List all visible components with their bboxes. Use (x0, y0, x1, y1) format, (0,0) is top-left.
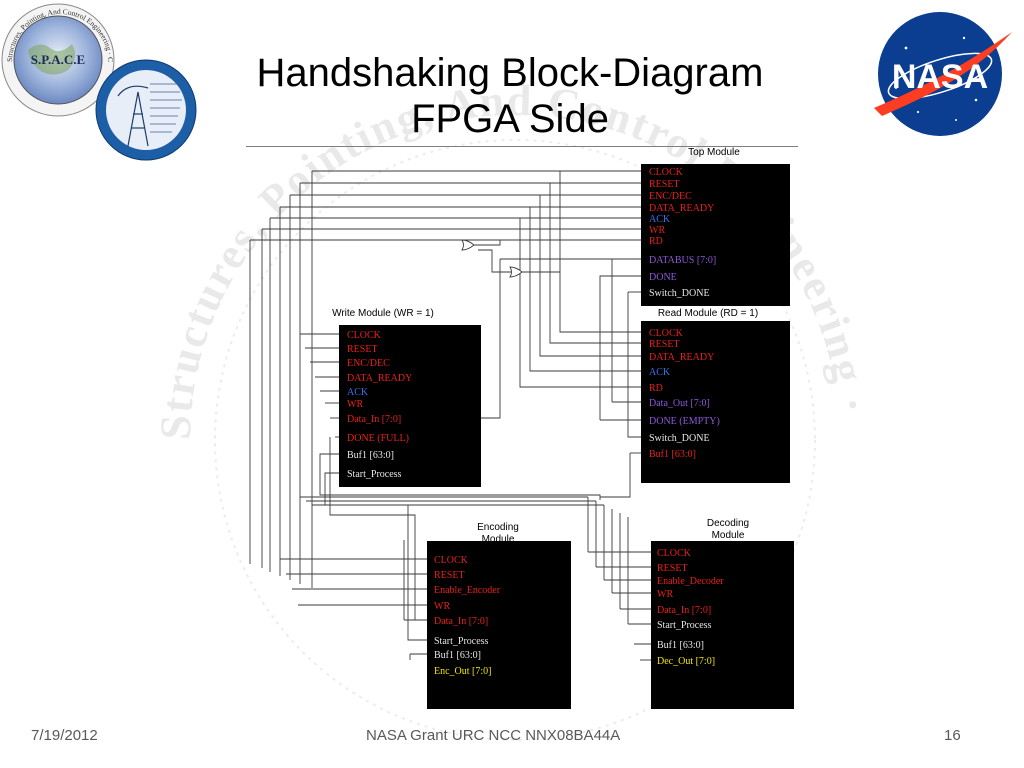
wire (627, 292, 641, 438)
signal-label: ACK (347, 387, 369, 398)
signal-label: WR (657, 589, 673, 600)
signal-label: DONE (EMPTY) (649, 416, 720, 427)
wire (481, 259, 501, 419)
wire (478, 249, 512, 273)
signal-label: WR (434, 601, 450, 612)
signal-label: Buf1 [63:0] (347, 450, 394, 461)
signal-label: ENC/DEC (347, 358, 390, 369)
module-title: Decoding (707, 518, 749, 529)
module-box (651, 541, 794, 709)
module-title: Write Module (WR = 1) (332, 308, 434, 319)
equations-icon (150, 83, 182, 133)
signal-label: Buf1 [63:0] (657, 640, 704, 651)
module-box (339, 325, 481, 487)
wire (529, 207, 641, 372)
signal-label: DATABUS [7:0] (649, 255, 716, 266)
signal-label: RESET (347, 344, 378, 355)
signal-label: Data_In [7:0] (347, 414, 401, 425)
title-line-1: Handshaking Block-Diagram (256, 51, 764, 95)
signal-label: RESET (649, 339, 680, 350)
module-box (427, 541, 571, 709)
signal-label: DATA_READY (347, 373, 412, 384)
signal-label: DONE (649, 272, 677, 283)
signal-label: RESET (657, 563, 688, 574)
footer-date: 7/19/2012 (31, 727, 98, 744)
module-box (641, 321, 790, 483)
nasa-logo-text: NASA (892, 58, 988, 96)
wire (549, 183, 641, 344)
or-gate-icon (461, 239, 475, 251)
module-title-suffix: Module (482, 534, 515, 545)
wire (474, 239, 641, 246)
signal-label: CLOCK (347, 330, 382, 341)
signal-label: Enable_Decoder (657, 576, 724, 587)
signal-label: RESET (434, 570, 465, 581)
signal-label: Data_In [7:0] (657, 605, 711, 616)
signal-label: Data_Out [7:0] (649, 398, 710, 409)
signal-label: DONE (FULL) (347, 433, 409, 444)
signal-label: Switch_DONE (649, 288, 710, 299)
signal-label: Start_Process (434, 636, 489, 647)
title-divider (246, 146, 798, 147)
nasa-logo: NASA (874, 12, 1012, 136)
signal-label: Start_Process (657, 620, 712, 631)
wire (319, 453, 601, 500)
signal-label: WR (649, 225, 665, 236)
page-title: Handshaking Block-Diagram FPGA Side (200, 50, 820, 142)
logic-gates (461, 239, 523, 278)
connection-wires (249, 170, 651, 661)
signal-label: CLOCK (434, 555, 469, 566)
wire (519, 218, 641, 388)
signal-label: Switch_DONE (649, 433, 710, 444)
space-logo-caption: S.P.A.C.E (31, 52, 85, 67)
signal-label: ACK (649, 367, 671, 378)
wire (324, 472, 427, 641)
signal-label: Start_Process (347, 469, 402, 480)
title-line-2: FPGA Side (411, 97, 609, 141)
signal-label: CLOCK (649, 328, 684, 339)
signal-label: CLOCK (649, 167, 684, 178)
module-title: Read Module (RD = 1) (658, 308, 758, 319)
space-logo: Structures, Pointing, And Control Engine… (0, 0, 197, 161)
signal-label: CLOCK (657, 548, 692, 559)
signal-label: ENC/DEC (649, 191, 692, 202)
module-title: Top Module (688, 147, 740, 158)
signal-label: Enable_Encoder (434, 585, 501, 596)
wire (599, 275, 641, 420)
signal-label: DATA_READY (649, 203, 714, 214)
wire (559, 171, 641, 333)
module-top-module: Top ModuleCLOCKRESETENC/DECDATA_READYACK… (641, 147, 790, 306)
footer-page-number: 16 (944, 727, 961, 744)
module-write-module-wr-1: Write Module (WR = 1) CLOCK RESET ENC/DEC DA… (332, 308, 481, 487)
wire (539, 195, 641, 357)
antenna-tower-icon (117, 85, 149, 147)
signal-label: RESET (649, 179, 680, 190)
signal-label: WR (347, 399, 363, 410)
module-title-suffix: Module (712, 530, 745, 541)
signal-label: Buf1 [63:0] (434, 650, 481, 661)
signal-label: DATA_READY (649, 352, 714, 363)
signal-label: RD (649, 383, 663, 394)
footer-grant: NASA Grant URC NCC NNX08BA44A (366, 727, 621, 744)
signal-label: Buf1 [63:0] (649, 449, 696, 460)
signal-label: Data_In [7:0] (434, 616, 488, 627)
signal-label: ACK (649, 214, 671, 225)
wire (600, 453, 631, 498)
module-box (641, 164, 790, 306)
signal-label: Enc_Out [7:0] (434, 666, 492, 677)
signal-label: Dec_Out [7:0] (657, 656, 715, 667)
signal-label: RD (649, 236, 663, 247)
modules: Top ModuleCLOCKRESETENC/DECDATA_READYACK… (332, 147, 794, 709)
or-gate-icon (509, 266, 523, 278)
module-title: Encoding (477, 522, 519, 533)
